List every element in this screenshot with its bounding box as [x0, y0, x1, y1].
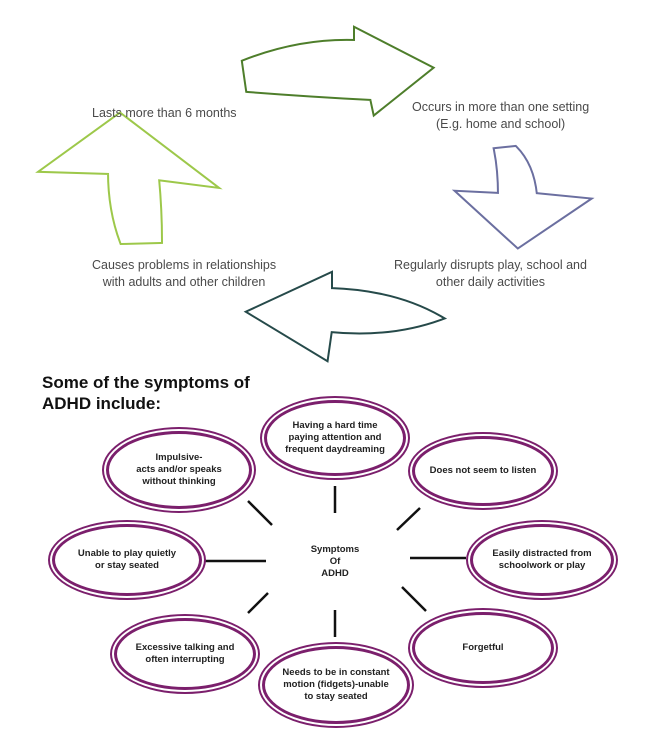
symptoms-heading: Some of the symptoms of ADHD include: — [42, 373, 250, 413]
cycle-diagram — [35, 25, 595, 363]
cycle-label-duration: Lasts more than 6 months — [92, 106, 237, 120]
spoke-bottom-right — [401, 586, 427, 612]
arrow-right-icon — [240, 25, 436, 118]
spoke-bottom-left — [247, 592, 269, 614]
cycle-label-setting: Occurs in more than one setting (E.g. ho… — [412, 100, 590, 131]
arrow-left-icon — [243, 270, 448, 363]
symptom-listen: Does not seem to listen — [412, 436, 554, 506]
symptom-forgetful: Forgetful — [412, 612, 554, 684]
cycle-label-relationships: Causes problems in relationships with ad… — [92, 258, 277, 289]
spoke-top-right — [396, 507, 421, 531]
cycle-label-disrupts: Regularly disrupts play, school and othe… — [394, 258, 587, 289]
center-label: Symptoms Of ADHD — [310, 544, 360, 579]
arrow-up-icon — [35, 111, 223, 246]
spoke-top-left — [247, 500, 273, 526]
arrow-down-icon — [451, 144, 595, 250]
